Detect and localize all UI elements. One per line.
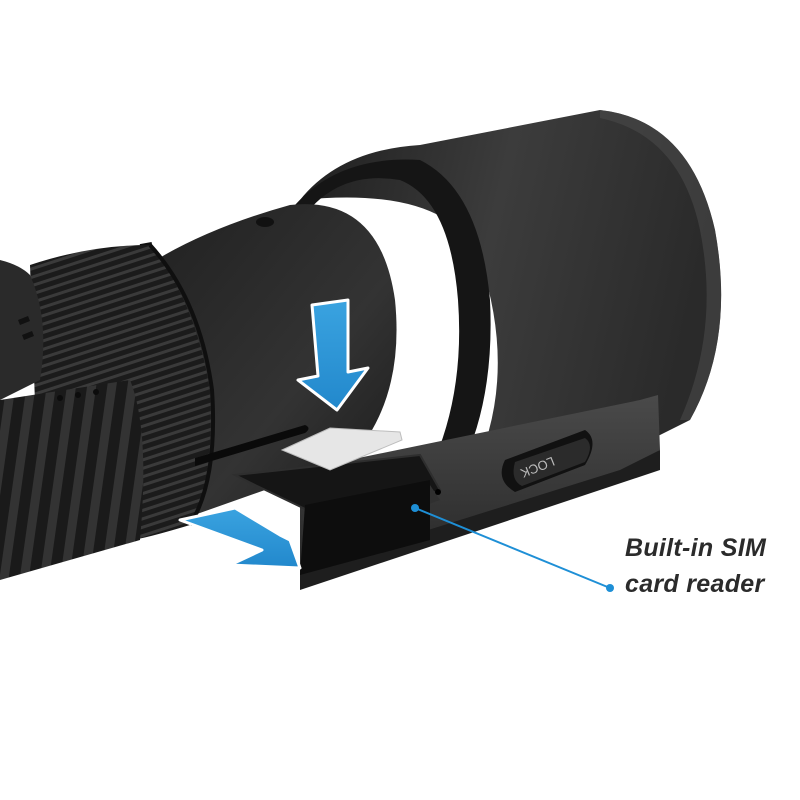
front-body: [0, 260, 144, 580]
callout-leader: [411, 504, 614, 592]
eject-arrow-icon: [178, 506, 302, 570]
insert-arrow-icon: [296, 298, 370, 412]
callout-line-1: Built-in SIM: [625, 534, 767, 562]
sim-card: [280, 427, 403, 471]
lock-button[interactable]: LOCK: [501, 430, 593, 492]
card-slot: [195, 425, 309, 466]
callout-line-2: card reader: [625, 570, 765, 598]
callout-label: Built-in SIM card reader: [625, 530, 800, 602]
